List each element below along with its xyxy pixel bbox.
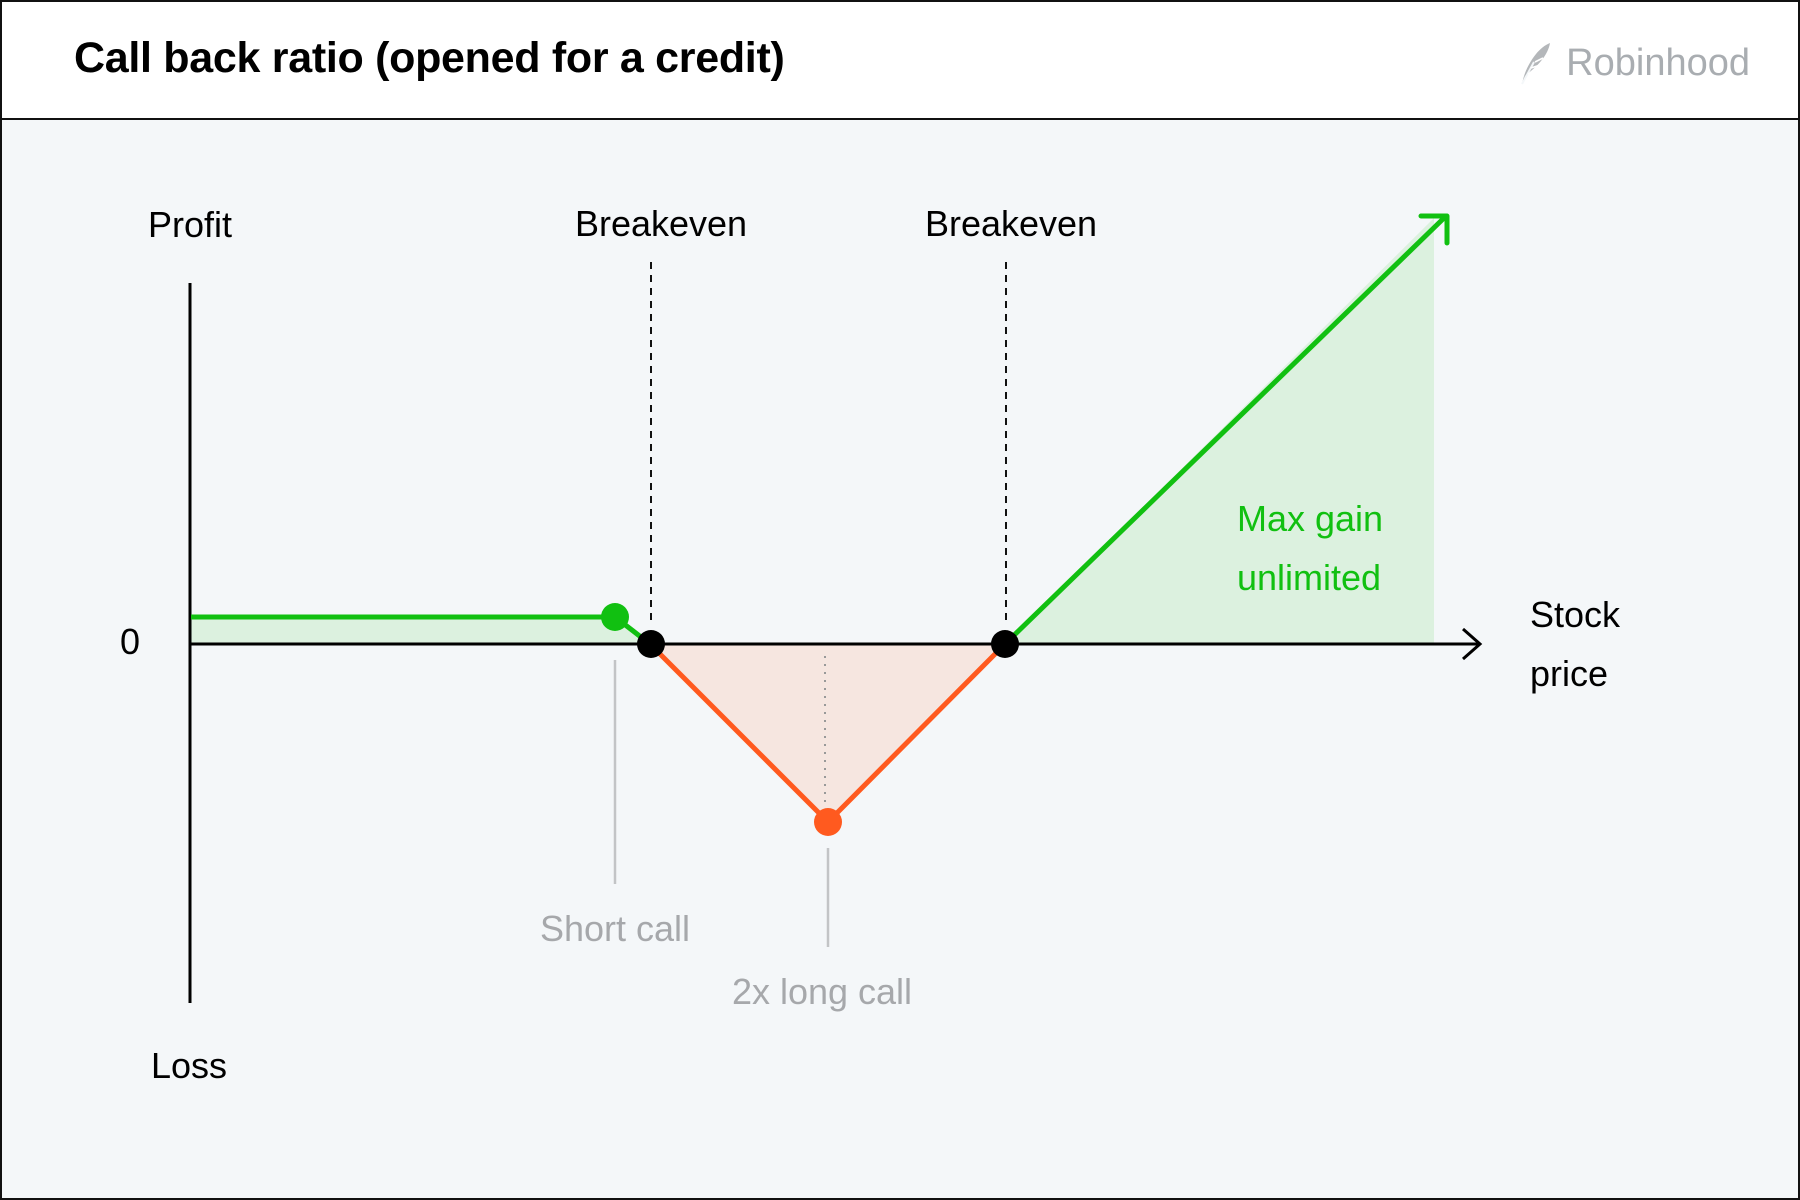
- y-axis-top-label: Profit: [148, 204, 232, 245]
- brand-name: Robinhood: [1566, 41, 1750, 84]
- page-title: Call back ratio (opened for a credit): [74, 34, 785, 82]
- x-axis-label-line1: Stock: [1530, 594, 1621, 635]
- breakeven-left-point: [637, 630, 665, 658]
- breakeven-right-label: Breakeven: [925, 203, 1097, 244]
- x-axis-arrowhead: [1462, 627, 1483, 661]
- long-call-label: 2x long call: [732, 971, 912, 1012]
- max-gain-label-line2: unlimited: [1237, 557, 1381, 598]
- loss-area: [650, 644, 1005, 822]
- payoff-gain-segment: [1003, 216, 1446, 646]
- long-call-point: [814, 808, 842, 836]
- payoff-arrowhead: [1418, 213, 1450, 246]
- brand: Robinhood: [1514, 40, 1750, 86]
- short-call-label: Short call: [540, 908, 690, 949]
- short-call-point: [601, 603, 629, 631]
- zero-tick-label: 0: [120, 621, 140, 662]
- feather-icon: [1521, 43, 1551, 85]
- max-gain-label-line1: Max gain: [1237, 498, 1383, 539]
- breakeven-left-label: Breakeven: [575, 203, 747, 244]
- gain-area-left: [191, 617, 650, 644]
- breakeven-right-point: [991, 630, 1019, 658]
- header: Call back ratio (opened for a credit) Ro…: [2, 2, 1798, 120]
- y-axis-bottom-label: Loss: [151, 1045, 227, 1086]
- x-axis-label-line2: price: [1530, 653, 1608, 694]
